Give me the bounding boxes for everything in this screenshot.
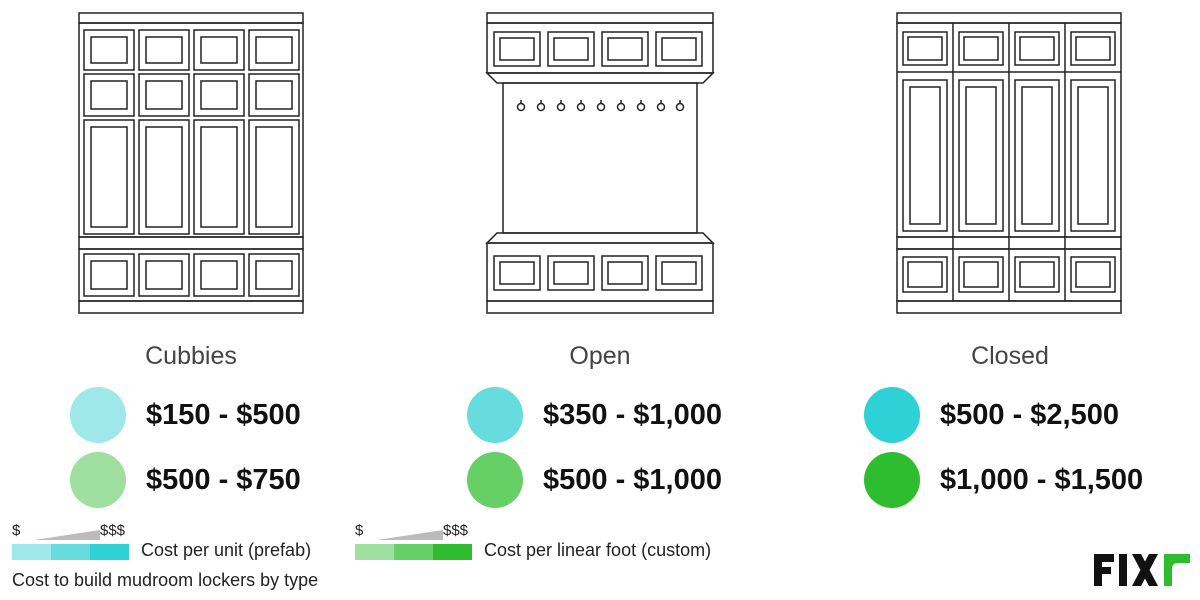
price-row-linear-cubbies: $500 - $750	[70, 452, 301, 508]
type-name-open: Open	[569, 342, 631, 370]
price-row-linear-open: $500 - $1,000	[467, 452, 722, 508]
linear-cost-dot	[467, 452, 523, 508]
fixr-logo	[1094, 554, 1190, 586]
unit-price-closed: $500 - $2,500	[940, 398, 1119, 431]
price-row-unit-closed: $500 - $2,500	[864, 387, 1119, 443]
locker-illustrations	[78, 12, 1122, 314]
linear-cost-dot	[864, 452, 920, 508]
legend-unit-label: Cost per unit (prefab)	[141, 540, 312, 560]
coat-hook-icons	[516, 100, 685, 112]
price-row-linear-closed: $1,000 - $1,500	[864, 452, 1143, 508]
price-row-unit-open: $350 - $1,000	[467, 387, 722, 443]
caption: Cost to build mudroom lockers by type	[12, 570, 319, 590]
legend-unit-high: $$$	[100, 522, 126, 539]
legend-unit-scale	[12, 544, 129, 560]
legend-linear: $ $$$ Cost per linear foot (custom)	[355, 522, 775, 562]
unit-cost-dot	[70, 387, 126, 443]
linear-price-cubbies: $500 - $750	[146, 463, 301, 496]
type-name-closed: Closed	[971, 342, 1049, 370]
legend-linear-high: $$$	[443, 522, 469, 539]
cubbies-locker-icon	[78, 12, 304, 314]
legend-unit-low: $	[12, 522, 21, 539]
unit-price-cubbies: $150 - $500	[146, 398, 301, 431]
price-row-unit-cubbies: $150 - $500	[70, 387, 301, 443]
linear-price-closed: $1,000 - $1,500	[940, 463, 1144, 496]
legend-linear-low: $	[355, 522, 364, 539]
unit-cost-dot	[467, 387, 523, 443]
linear-cost-dot	[70, 452, 126, 508]
cost-ramp-icon	[377, 530, 443, 540]
legend-linear-scale	[355, 544, 472, 560]
legend-unit: $ $$$ Cost per unit (prefab)	[12, 522, 352, 562]
type-name-cubbies: Cubbies	[145, 342, 237, 370]
unit-cost-dot	[864, 387, 920, 443]
open-locker-icon	[485, 12, 715, 314]
linear-price-open: $500 - $1,000	[543, 463, 722, 496]
closed-locker-icon	[896, 12, 1122, 314]
unit-price-open: $350 - $1,000	[543, 398, 722, 431]
legend-linear-label: Cost per linear foot (custom)	[484, 540, 712, 560]
cost-ramp-icon	[34, 530, 100, 540]
